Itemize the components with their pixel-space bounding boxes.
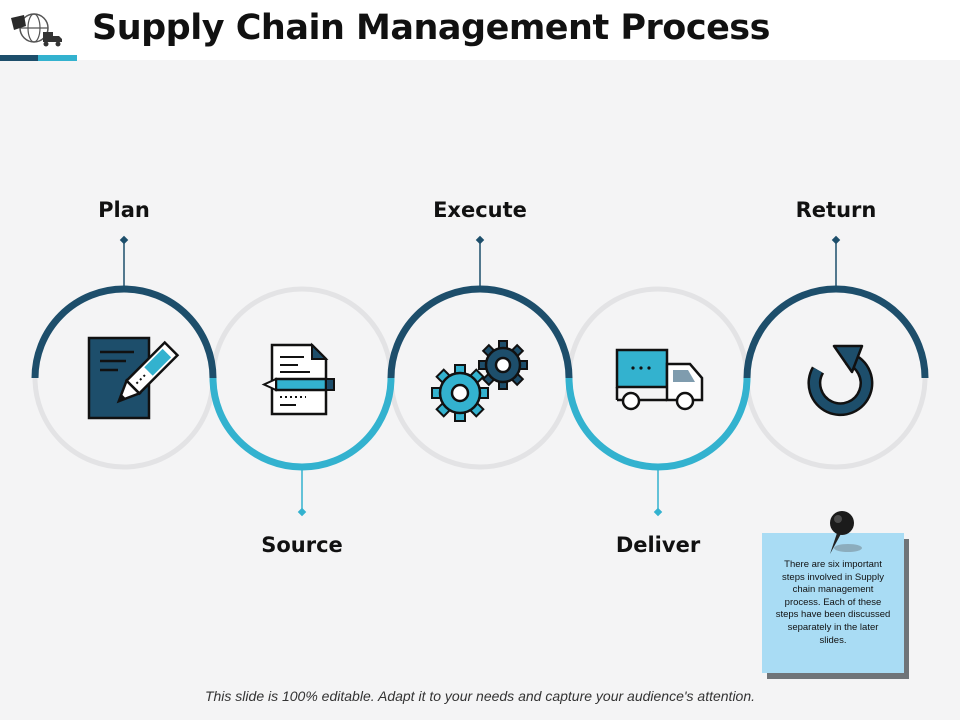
logistics-logo-icon	[11, 13, 62, 47]
title-accent-bar-dark	[0, 55, 38, 61]
gears-icon	[431, 340, 528, 422]
return-arrow-icon	[807, 344, 874, 417]
sticky-note-text: There are six important steps involved i…	[775, 559, 891, 646]
step-label-source: Source	[261, 533, 343, 557]
arc-deliver	[565, 377, 751, 471]
delivery-truck-icon	[615, 348, 704, 411]
step-label-execute: Execute	[433, 198, 527, 222]
arc-return	[743, 285, 929, 379]
connector-return	[831, 235, 841, 289]
pushpin-icon	[830, 511, 862, 554]
connector-source	[297, 467, 307, 517]
step-label-return: Return	[795, 198, 877, 222]
step-label-deliver: Deliver	[615, 533, 701, 557]
connector-plan	[119, 235, 129, 289]
connector-execute	[475, 235, 485, 289]
slide-header: Supply Chain Management Process	[0, 0, 960, 60]
page-title: Supply Chain Management Process	[92, 8, 770, 48]
sticky-note: There are six important steps involved i…	[762, 533, 904, 673]
step-label-plan: Plan	[98, 198, 150, 222]
document-pencil-icon	[261, 342, 335, 416]
title-accent-bar-light	[38, 55, 77, 61]
slide-footer: This slide is 100% editable. Adapt it to…	[204, 688, 756, 704]
connector-deliver	[653, 467, 663, 517]
document-pen-icon	[87, 336, 180, 420]
